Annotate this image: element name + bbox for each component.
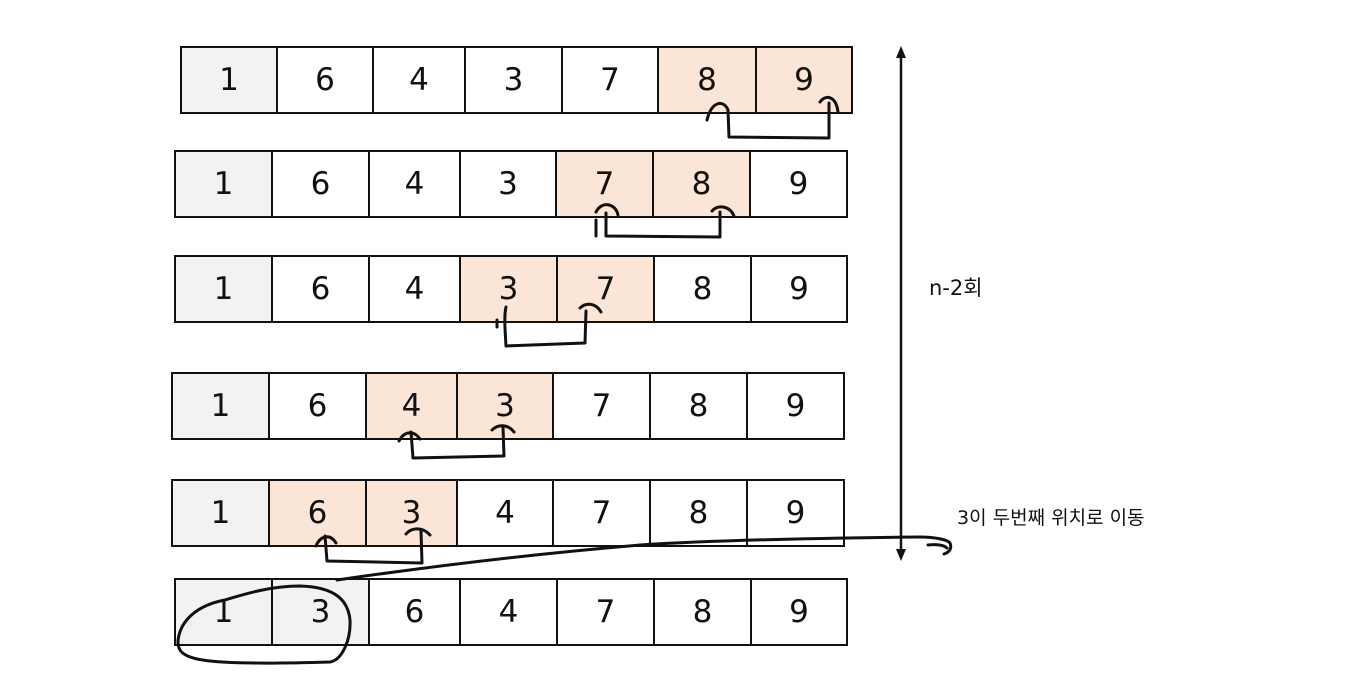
swap-arrow-row-2 xyxy=(594,203,736,239)
array-cell: 4 xyxy=(372,46,466,114)
array-cell: 6 xyxy=(268,372,367,440)
array-cell: 8 xyxy=(652,150,751,218)
array-cell: 1 xyxy=(171,479,270,547)
array-cell: 8 xyxy=(649,372,748,440)
array-cell: 8 xyxy=(653,255,752,323)
swap-arrow-row-4 xyxy=(397,424,516,460)
array-cell: 7 xyxy=(555,150,654,218)
swap-arrow-row-1 xyxy=(705,95,840,140)
swap-arrow-row-3 xyxy=(495,302,603,348)
array-cell: 7 xyxy=(556,255,655,323)
array-cell: 1 xyxy=(171,372,270,440)
position-circle xyxy=(176,584,352,665)
array-cell: 6 xyxy=(276,46,374,114)
array-cell: 9 xyxy=(750,578,848,646)
arrow-down-head xyxy=(896,549,906,561)
array-cell: 6 xyxy=(271,150,370,218)
swap-arrow-row-5 xyxy=(314,527,432,565)
passes-label: n-2회 xyxy=(929,276,983,300)
array-cell: 4 xyxy=(368,150,461,218)
array-cell: 3 xyxy=(456,372,554,440)
array-cell: 6 xyxy=(368,578,461,646)
array-cell: 7 xyxy=(561,46,659,114)
array-cell: 9 xyxy=(746,372,845,440)
move-note-label: 3이 두번째 위치로 이동 xyxy=(957,507,1145,529)
array-cell: 8 xyxy=(649,479,748,547)
array-cell: 3 xyxy=(459,150,557,218)
array-cell: 1 xyxy=(180,46,278,114)
array-cell: 3 xyxy=(365,479,458,547)
array-cell: 4 xyxy=(368,255,461,323)
array-cell: 4 xyxy=(459,578,558,646)
arrow-up-head xyxy=(896,46,906,58)
array-cell: 9 xyxy=(749,150,848,218)
array-cell: 4 xyxy=(456,479,554,547)
note-leader-line xyxy=(335,535,953,582)
array-cell: 9 xyxy=(746,479,845,547)
array-cell: 3 xyxy=(459,255,558,323)
array-cell: 1 xyxy=(174,150,273,218)
array-cell: 7 xyxy=(556,578,655,646)
array-cell: 8 xyxy=(653,578,752,646)
array-cell: 9 xyxy=(750,255,848,323)
array-cell: 7 xyxy=(552,372,651,440)
